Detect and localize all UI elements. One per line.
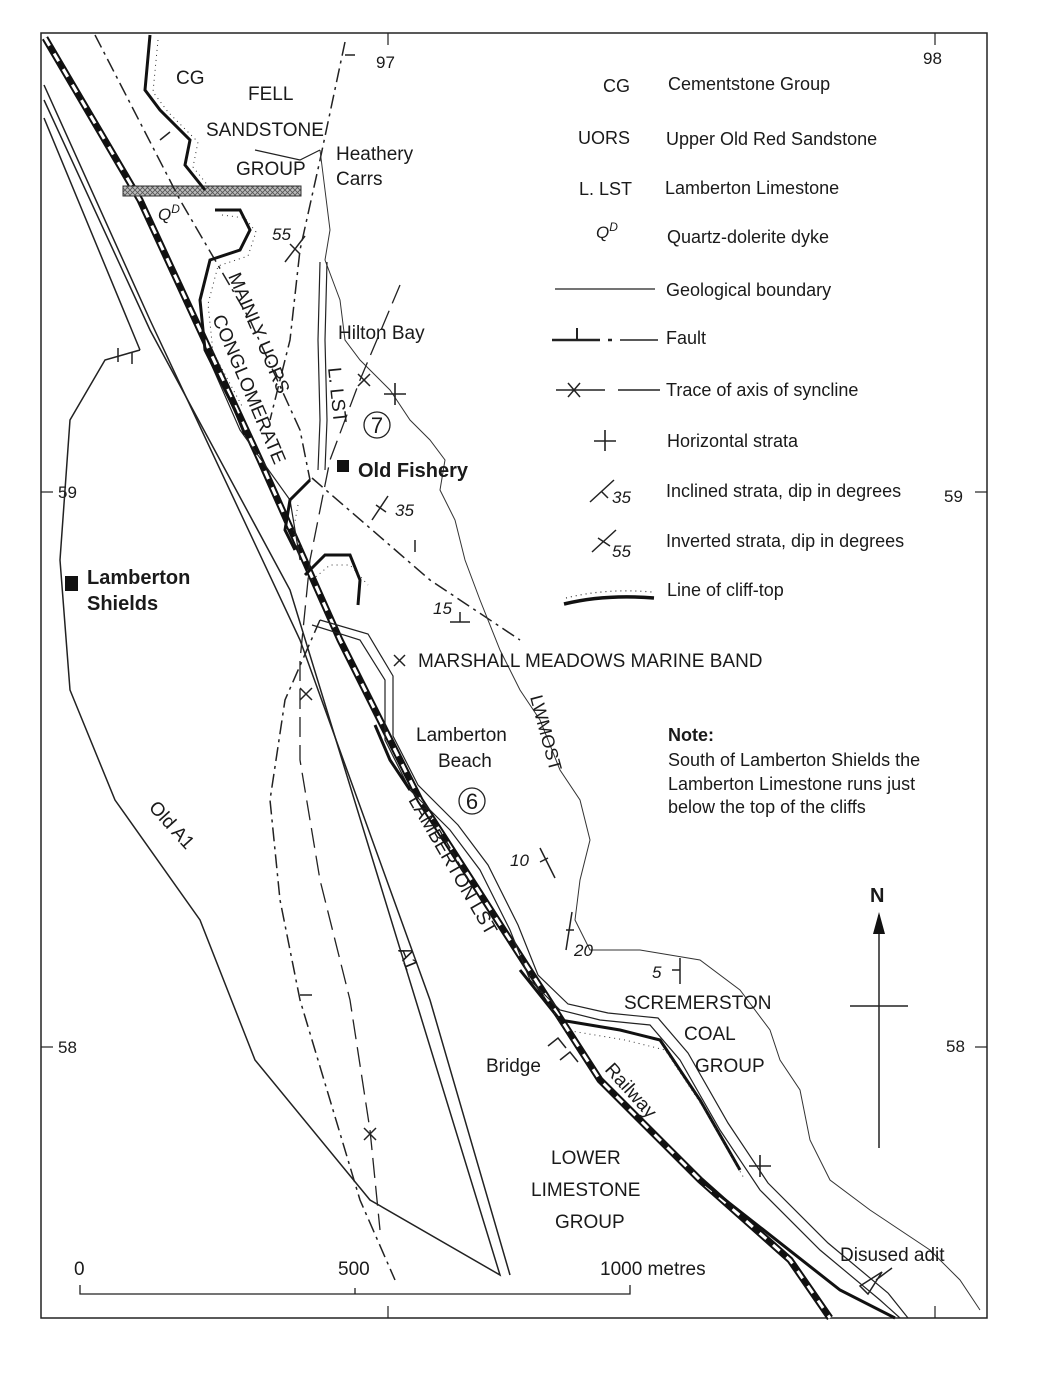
dip-20: 20	[573, 941, 593, 960]
label-cg: CG	[176, 68, 205, 89]
map-frame	[40, 32, 988, 1319]
label-old-a1: Old A1	[144, 797, 198, 853]
legend-inclined-symbol	[589, 479, 615, 503]
grid-easting-98: 98	[923, 49, 942, 68]
legend-llst-name: Lamberton Limestone	[665, 178, 839, 198]
disused-adit-arrow	[858, 1267, 893, 1296]
label-lamberton-lst: LAMBERTON LST	[404, 792, 501, 939]
label-scremerston: SCREMERSTON	[624, 993, 771, 1014]
syncline-cross-markers	[299, 373, 377, 1141]
horizontal-strata-symbols	[384, 383, 771, 1177]
legend-horizontal-symbol	[594, 430, 616, 451]
legend-qd-name: Quartz-dolerite dyke	[667, 227, 829, 247]
grid-northing-59-right: 59	[944, 487, 963, 506]
lamberton-limestone-band	[311, 261, 909, 1319]
grid-northing-58-left: 58	[58, 1038, 77, 1057]
legend-syncline-label: Trace of axis of syncline	[666, 380, 858, 400]
a1-road	[43, 84, 511, 1276]
scale-500: 500	[338, 1259, 370, 1280]
label-coal: COAL	[684, 1024, 736, 1045]
label-old-fishery: Old Fishery	[358, 460, 469, 482]
label-shields: Shields	[87, 593, 158, 615]
label-lamberton-beach-1: Lamberton	[416, 725, 507, 746]
legend-inclined-label: Inclined strata, dip in degrees	[666, 481, 901, 501]
label-disused-adit: Disused adit	[840, 1245, 945, 1266]
legend-cg-abbr: CG	[603, 76, 630, 96]
bridge-symbol	[547, 1036, 579, 1063]
map-legend: CG Cementstone Group UORS Upper Old Red …	[552, 74, 904, 606]
lamberton-shields-marker	[65, 576, 78, 591]
label-lamberton-beach-2: Beach	[438, 751, 492, 772]
legend-boundary-label: Geological boundary	[666, 280, 831, 300]
site-6-circle	[458, 787, 486, 815]
site-6-number: 6	[466, 789, 478, 814]
scale-zero: 0	[74, 1259, 85, 1280]
legend-cg-name: Cementstone Group	[668, 74, 830, 94]
marine-band-cross	[393, 654, 406, 667]
label-scremerston-group: GROUP	[695, 1056, 765, 1077]
grid-northing-59-left: 59	[58, 483, 77, 502]
label-limestone: LIMESTONE	[531, 1180, 640, 1201]
fault-lines	[94, 34, 521, 1281]
label-group: GROUP	[236, 159, 306, 180]
north-arrow	[850, 912, 908, 1148]
syncline-axis	[299, 284, 401, 1231]
grid-easting-97: 97	[376, 53, 395, 72]
site-7-number: 7	[371, 413, 383, 438]
legend-syncline-symbol	[556, 382, 660, 398]
grid-ticks	[41, 33, 987, 1318]
legend-inverted-symbol	[591, 529, 617, 553]
label-qd: QD	[158, 202, 180, 224]
dip-10: 10	[510, 851, 529, 870]
label-lwmost: LWMOST	[526, 693, 565, 773]
label-lower: LOWER	[551, 1148, 621, 1169]
scale-1000: 1000 metres	[600, 1259, 706, 1280]
label-bridge: Bridge	[486, 1056, 541, 1077]
grid-northing-58-right: 58	[946, 1037, 965, 1056]
dip-15: 15	[433, 599, 452, 618]
legend-horizontal-label: Horizontal strata	[667, 431, 799, 451]
label-carrs: Carrs	[336, 169, 382, 190]
railway-line-dashes	[43, 37, 832, 1319]
fault-tick	[159, 54, 416, 996]
site-7-circle	[363, 411, 391, 439]
cliff-top-hatching	[152, 39, 746, 1181]
old-a1-road	[43, 99, 502, 1277]
label-lower-group: GROUP	[555, 1212, 625, 1233]
legend-inverted-value: 55	[612, 542, 631, 561]
legend-qd-abbr: QD	[596, 220, 618, 242]
legend-uors-name: Upper Old Red Sandstone	[666, 129, 877, 149]
legend-inclined-value: 35	[612, 488, 631, 507]
dip-55: 55	[272, 225, 291, 244]
legend-fault-label: Fault	[666, 328, 706, 348]
note-line-1: South of Lamberton Shields the	[668, 750, 920, 770]
cliff-top-lines	[143, 34, 742, 1171]
note-title: Note:	[668, 725, 714, 745]
dip-symbols	[284, 235, 681, 984]
label-marshall-meadows: MARSHALL MEADOWS MARINE BAND	[418, 651, 763, 672]
legend-fault-symbol	[552, 328, 658, 342]
note-line-3: below the top of the cliffs	[668, 797, 866, 817]
label-fell: FELL	[248, 84, 293, 105]
legend-inverted-label: Inverted strata, dip in degrees	[666, 531, 904, 551]
scale-bar	[79, 1285, 631, 1295]
label-hilton-bay: Hilton Bay	[338, 323, 425, 344]
label-a1: A1	[393, 944, 421, 973]
north-label: N	[870, 885, 884, 907]
legend-uors-abbr: UORS	[578, 128, 630, 148]
dip-5: 5	[652, 963, 662, 982]
dip-35: 35	[395, 501, 414, 520]
legend-llst-abbr: L. LST	[579, 179, 632, 199]
label-heathery: Heathery	[336, 144, 414, 165]
legend-cliff-label: Line of cliff-top	[667, 580, 784, 600]
label-sandstone: SANDSTONE	[206, 120, 324, 141]
geological-boundaries	[204, 149, 321, 561]
railway-spur	[699, 1178, 896, 1320]
legend-cliff-symbol	[563, 595, 655, 606]
old-fishery-marker	[337, 460, 349, 472]
note-line-2: Lamberton Limestone runs just	[668, 774, 915, 794]
coastline	[319, 149, 981, 1311]
label-lamberton: Lamberton	[87, 567, 190, 589]
